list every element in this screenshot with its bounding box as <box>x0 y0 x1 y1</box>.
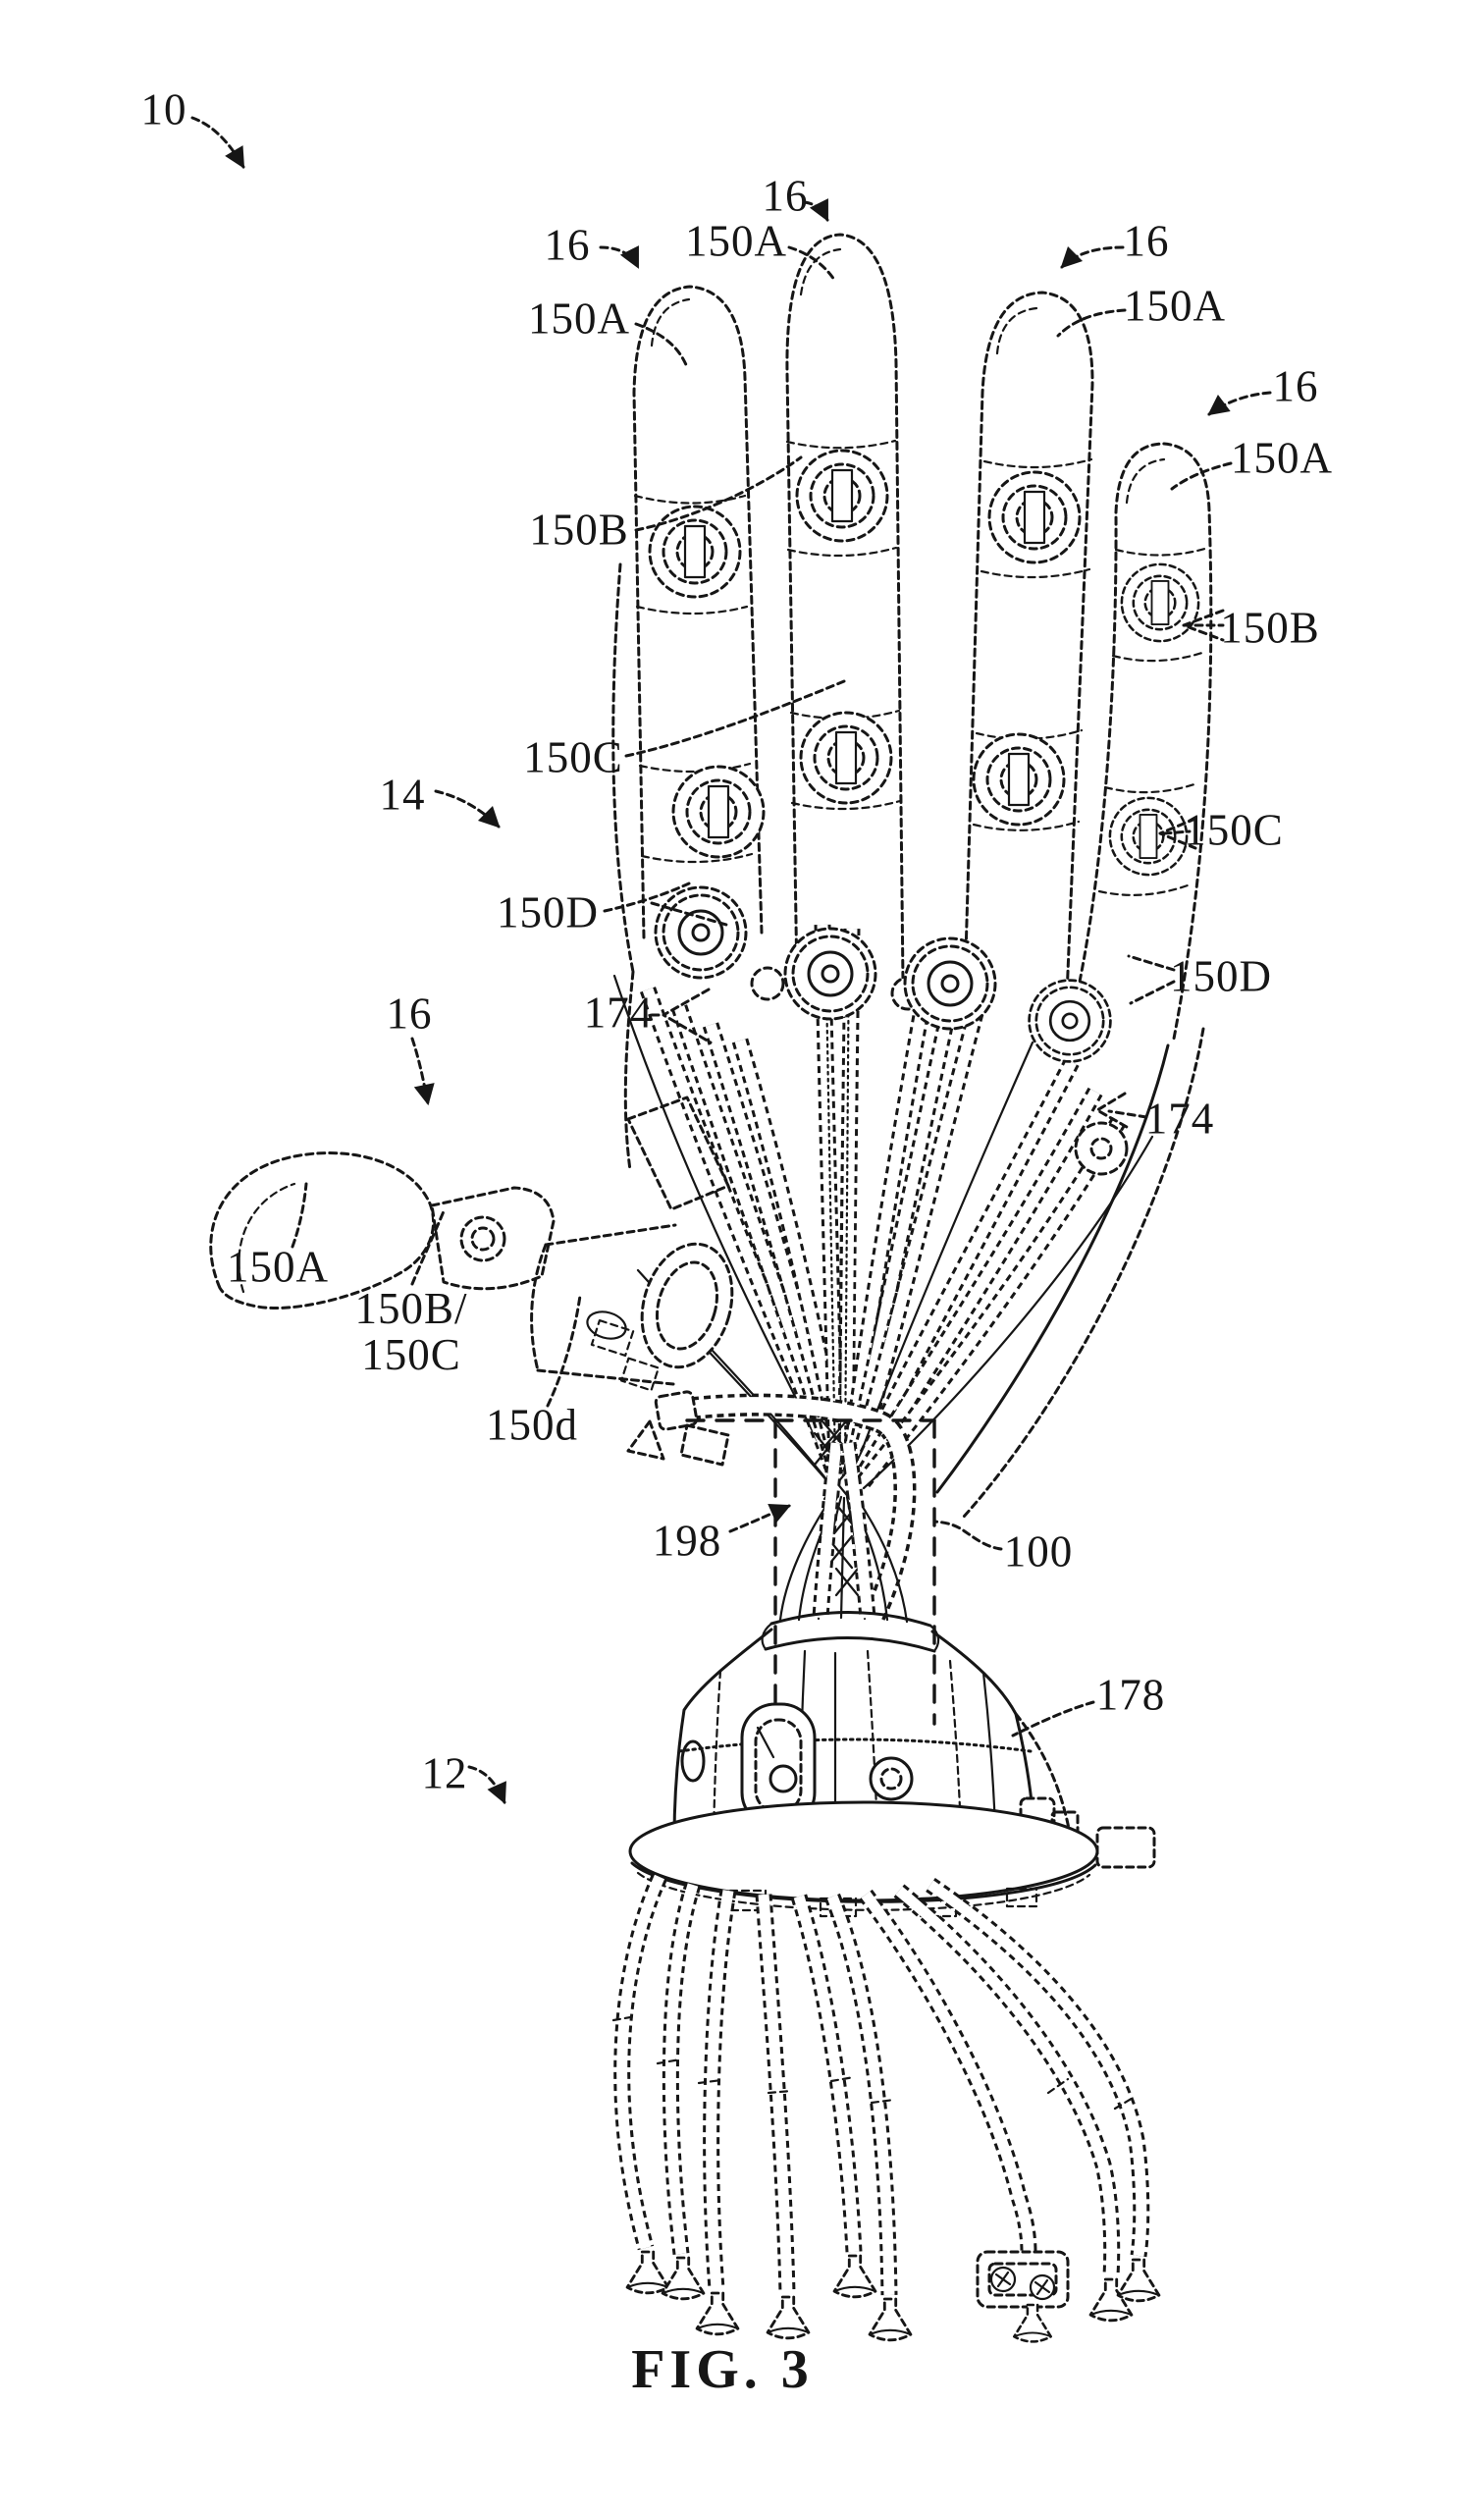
cable-clamp <box>976 2250 1070 2343</box>
ref-label-16-finger1: 16 <box>544 220 591 270</box>
ref-label-198: 198 <box>652 1516 722 1566</box>
ref-label-14: 14 <box>379 770 426 820</box>
finger-4 <box>1078 442 1213 1041</box>
ref-label-150A-finger1: 150A <box>528 294 630 344</box>
ref-label-150C-right: 150C <box>1184 805 1284 855</box>
ref-label-150d-thumb: 150d <box>486 1400 578 1450</box>
ref-label-16-finger3: 16 <box>1123 216 1170 266</box>
ref-label-150D-right: 150D <box>1170 951 1272 1001</box>
ref-label-150B-right: 150B <box>1220 603 1320 653</box>
thumb <box>209 1096 734 1392</box>
ref-label-100: 100 <box>1003 1526 1074 1577</box>
ref-label-150A-thumb: 150A <box>227 1242 329 1292</box>
mounting-flange <box>628 1800 1156 1918</box>
finger-1 <box>632 285 764 939</box>
ref-label-174-left: 174 <box>583 988 654 1038</box>
cable-skirt <box>611 1873 1161 2343</box>
ref-label-12: 12 <box>421 1748 468 1798</box>
palm <box>611 562 1205 1519</box>
ref-label-10: 10 <box>140 84 187 134</box>
ref-label-150B-left: 150B <box>529 505 629 555</box>
leader-lines <box>190 116 1272 1804</box>
ref-label-150A-finger4: 150A <box>1231 433 1333 483</box>
knuckle-row <box>654 885 1129 1176</box>
wrist-junction <box>626 1390 917 1624</box>
dashed-outline-100 <box>685 1418 936 1726</box>
finger-2 <box>785 233 905 984</box>
finger-3 <box>962 291 1094 1023</box>
ref-label-16-finger2: 16 <box>762 171 809 221</box>
ref-label-16-thumb: 16 <box>386 989 433 1039</box>
figure-caption: FIG. 3 <box>631 2338 814 2400</box>
ref-label-174-right: 174 <box>1144 1094 1215 1144</box>
ref-label-150A-finger3: 150A <box>1124 281 1226 331</box>
ref-label-150C-left: 150C <box>523 732 623 782</box>
base-unit <box>672 1610 1080 1853</box>
ref-label-150A-finger2: 150A <box>685 216 787 266</box>
ref-label-150B-150C-thumb: 150B/ 150C <box>354 1284 468 1379</box>
ref-label-16-finger4: 16 <box>1272 361 1319 411</box>
ref-label-178: 178 <box>1095 1670 1166 1720</box>
ref-label-150D-left: 150D <box>497 887 599 937</box>
